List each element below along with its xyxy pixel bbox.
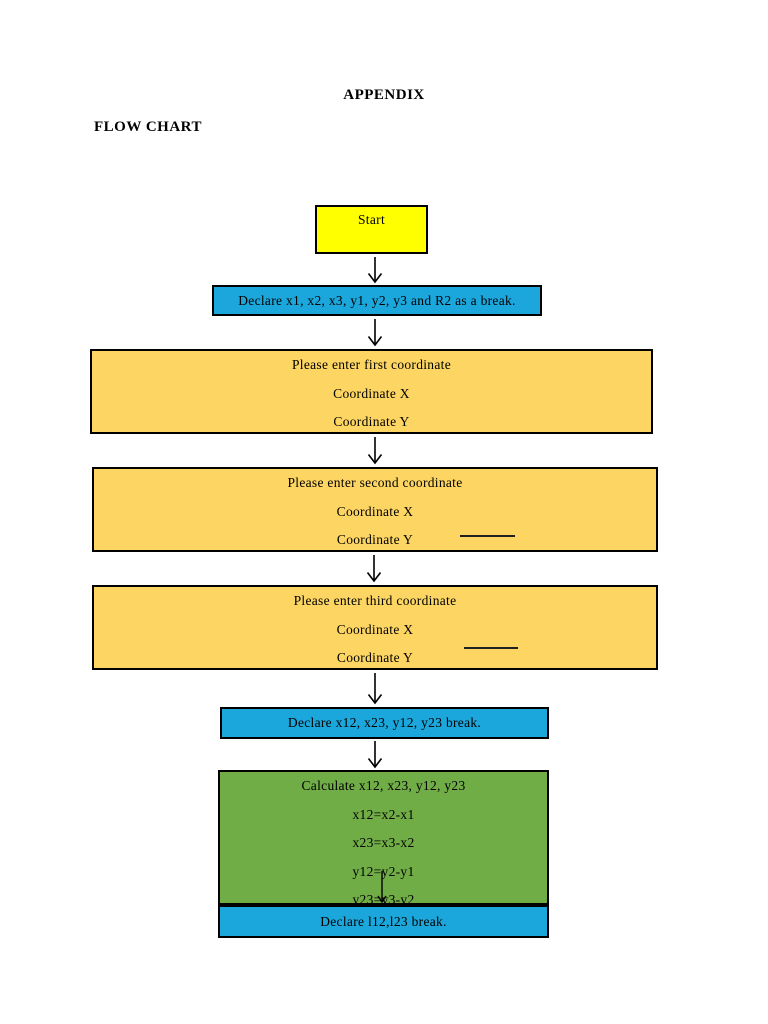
coordinate-y-label: Coordinate Y — [336, 532, 414, 547]
equation-x12: x12=x2-x1 — [352, 806, 415, 822]
enter-first-prompt: Please enter first coordinate — [291, 357, 451, 372]
internal-down-arrow — [377, 871, 387, 904]
equation-y12: y12=y2-y1 — [352, 863, 415, 879]
enter-third-prompt: Please enter third coordinate — [293, 593, 457, 608]
appendix-title: APPENDIX — [343, 87, 425, 103]
answer-blank-line — [460, 535, 515, 537]
down-arrow-3 — [367, 437, 383, 465]
down-arrow-6 — [367, 741, 383, 769]
start-label: Start — [358, 212, 385, 227]
coordinate-x-label: Coordinate X — [336, 621, 414, 637]
answer-blank-line — [464, 647, 518, 649]
flow-node-calculate: Calculate x12, x23, y12, y23 x12=x2-x1 x… — [218, 770, 549, 905]
flow-node-declare-breaks: Declare x12, x23, y12, y23 break. — [220, 707, 549, 739]
down-arrow-5 — [367, 673, 383, 705]
declare-vars-label: Declare x1, x2, x3, y1, y2, y3 and R2 as… — [238, 292, 516, 308]
coordinate-y-label: Coordinate Y — [336, 650, 414, 665]
down-arrow-1 — [367, 257, 383, 284]
flow-node-declare-lengths: Declare l12,l23 break. — [218, 905, 549, 938]
flow-node-enter-first: Please enter first coordinate Coordinate… — [90, 349, 653, 434]
coordinate-x-label: Coordinate X — [336, 503, 414, 519]
flow-node-declare-vars: Declare x1, x2, x3, y1, y2, y3 and R2 as… — [212, 285, 542, 316]
coordinate-y-label: Coordinate Y — [333, 414, 410, 429]
equation-y23: y23=y3-y2 — [352, 892, 415, 905]
declare-lengths-label: Declare l12,l23 break. — [320, 913, 447, 929]
down-arrow-4 — [366, 555, 382, 583]
flow-node-start: Start — [315, 205, 428, 254]
coordinate-x-label: Coordinate X — [333, 385, 410, 401]
enter-second-prompt: Please enter second coordinate — [287, 475, 463, 490]
down-arrow-2 — [367, 319, 383, 347]
calculate-title: Calculate x12, x23, y12, y23 — [301, 778, 466, 793]
flowchart-heading: FLOW CHART — [94, 119, 202, 135]
equation-x23: x23=x3-x2 — [352, 835, 415, 850]
declare-breaks-label: Declare x12, x23, y12, y23 break. — [287, 715, 482, 730]
flow-node-enter-third: Please enter third coordinate Coordinate… — [92, 585, 658, 670]
flow-node-enter-second: Please enter second coordinate Coordinat… — [92, 467, 658, 552]
